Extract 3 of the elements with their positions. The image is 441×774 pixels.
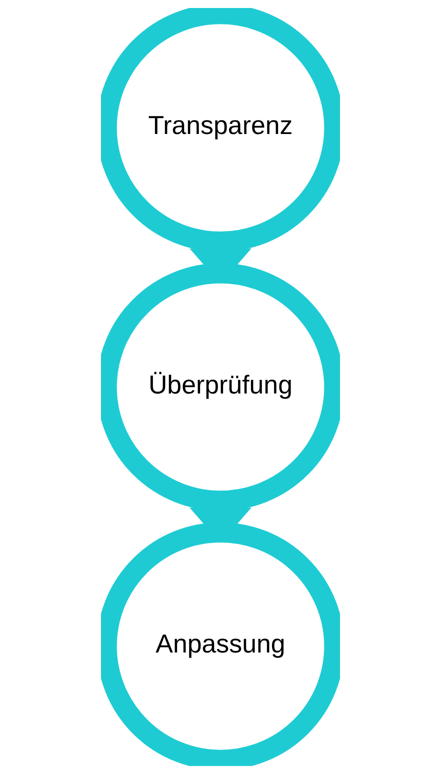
- arrow: [190, 508, 252, 543]
- arrow: [190, 248, 252, 284]
- node-circle: Anpassung: [101, 522, 340, 766]
